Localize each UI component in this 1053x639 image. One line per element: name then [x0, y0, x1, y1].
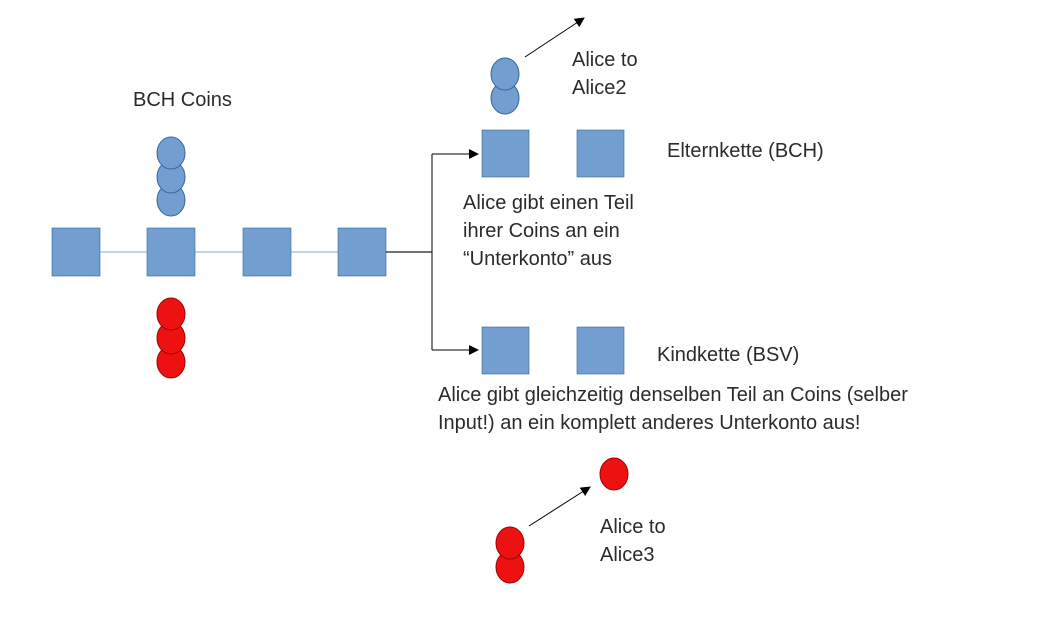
red-coin	[495, 526, 525, 560]
alice-to-alice3-label: Alice to Alice3	[600, 516, 666, 566]
blue-coin	[490, 57, 520, 91]
red-coin	[156, 297, 186, 331]
main-chain-block-3	[242, 227, 292, 277]
parent-chain-label: Elternkette (BCH)	[667, 140, 824, 162]
child-chain-block-1	[481, 326, 530, 375]
bch-coins-label: BCH Coins	[133, 89, 232, 111]
fork-connector	[386, 154, 433, 253]
alice-to-alice2-label: Alice to Alice2	[572, 49, 638, 99]
alice-split-description: Alice gibt einen Teil ihrer Coins an ein…	[463, 192, 634, 270]
main-chain-block-2	[146, 227, 196, 277]
alice3-coin-stack	[495, 526, 525, 584]
child-chain-label: Kindkette (BSV)	[657, 344, 800, 366]
parent-chain-block-1	[481, 129, 530, 178]
blue-coin	[156, 136, 186, 170]
alice2-coin-stack	[490, 57, 520, 115]
parent-chain-block-2	[576, 129, 625, 178]
main-chain-block-4	[337, 227, 387, 277]
alice3-transfer-arrow	[528, 486, 591, 527]
red-coin-stack	[156, 297, 186, 379]
bch-coin-stack	[156, 136, 186, 217]
red-coin-alice3	[599, 457, 629, 491]
alice2-transfer-arrow	[524, 17, 585, 58]
child-chain-block-2	[576, 326, 625, 375]
alice-double-spend-description: Alice gibt gleichzeitig denselben Teil a…	[438, 384, 908, 434]
main-chain-block-1	[51, 227, 101, 277]
